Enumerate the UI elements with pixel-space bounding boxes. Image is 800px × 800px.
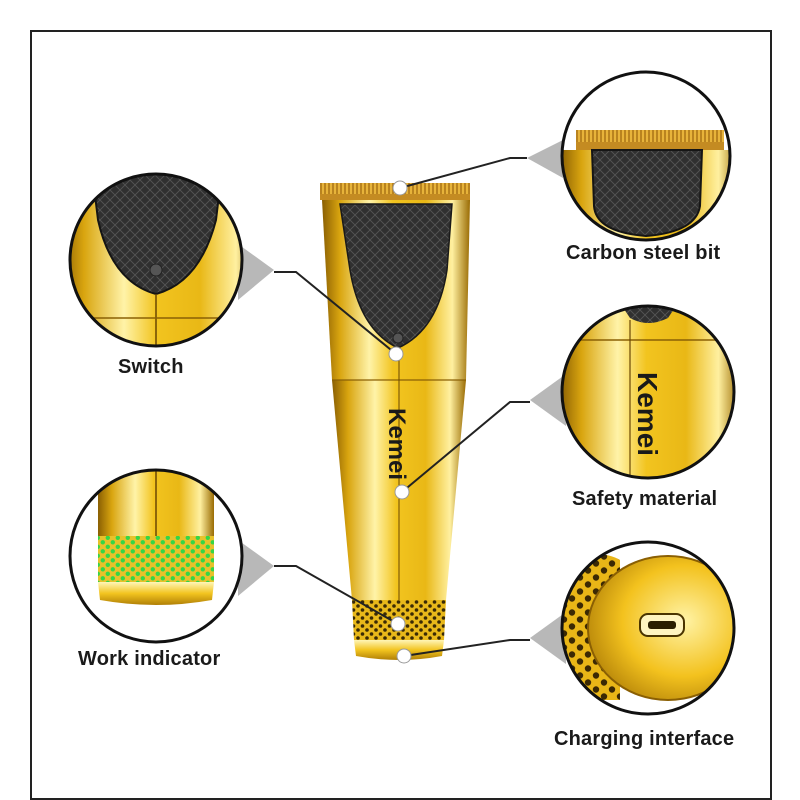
label-switch: Switch bbox=[118, 356, 184, 378]
label-work-indicator: Work indicator bbox=[78, 648, 221, 670]
callout-circle-carbon-steel-bit bbox=[560, 70, 732, 242]
label-safety-material: Safety material bbox=[572, 488, 718, 510]
callout-dots bbox=[388, 180, 412, 664]
label-carbon-steel-bit: Carbon steel bit bbox=[566, 242, 721, 264]
svg-text:Kemei: Kemei bbox=[632, 372, 663, 456]
callout-circle-work-indicator bbox=[68, 468, 244, 644]
power-button-icon bbox=[392, 332, 404, 344]
callout-circle-charging-interface bbox=[560, 540, 736, 716]
callout-circle-safety-material: Kemei bbox=[560, 304, 736, 480]
callout-pointers bbox=[238, 140, 566, 664]
indicator-lights bbox=[98, 536, 214, 582]
leader-lines bbox=[274, 157, 530, 657]
label-charging-interface: Charging interface bbox=[554, 728, 735, 750]
outer-frame bbox=[30, 30, 772, 800]
callout-circle-switch bbox=[68, 172, 244, 348]
brand-logo: Kemei bbox=[383, 408, 410, 480]
trimmer-body: Kemei bbox=[320, 183, 470, 660]
